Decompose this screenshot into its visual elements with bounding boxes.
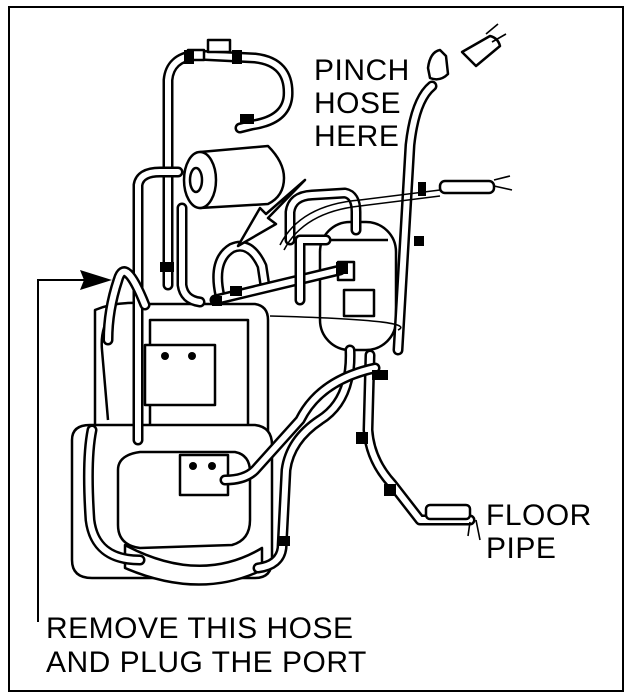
callout-pinch-line3: HERE bbox=[314, 120, 399, 153]
fittings bbox=[186, 23, 507, 521]
pinch-arrow bbox=[236, 178, 307, 248]
callout-remove-line2: AND PLUG THE PORT bbox=[46, 646, 367, 679]
callout-floor-line1: FLOOR bbox=[486, 499, 592, 532]
vapor-canister bbox=[318, 220, 398, 352]
hose-network bbox=[82, 49, 476, 574]
diagram-frame bbox=[8, 6, 624, 692]
cylinder-drum bbox=[182, 144, 286, 210]
callout-pinch-line1: PINCH bbox=[314, 54, 410, 87]
callout-floor-line2: PIPE bbox=[486, 532, 556, 565]
remove-hose-leader bbox=[37, 270, 112, 622]
hose-clamps bbox=[160, 50, 426, 546]
callout-pinch-line2: HOSE bbox=[314, 87, 401, 120]
callout-remove-line1: REMOVE THIS HOSE bbox=[46, 612, 354, 645]
thin-pipes bbox=[269, 175, 513, 541]
